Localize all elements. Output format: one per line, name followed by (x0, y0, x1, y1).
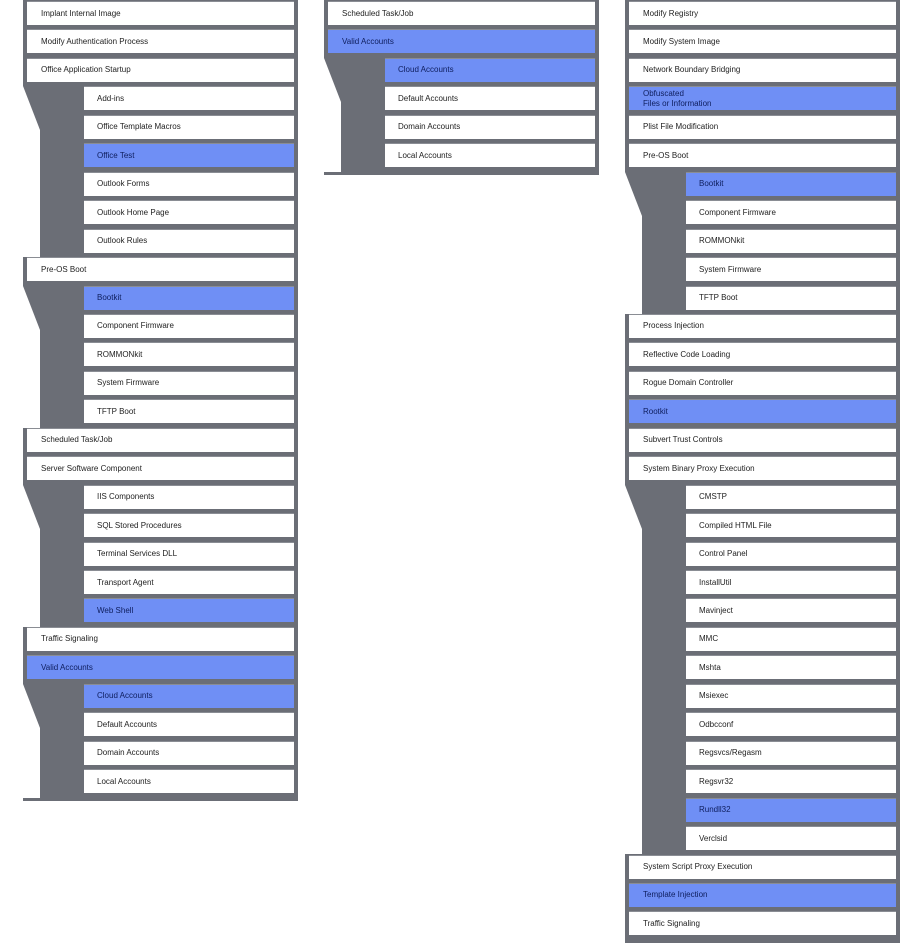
subtechnique-cell[interactable]: Local Accounts (385, 143, 595, 168)
subtechnique-cell[interactable]: Office Template Macros (84, 114, 294, 139)
subtechnique-cell[interactable]: TFTP Boot (686, 285, 896, 310)
subtechnique-cell[interactable]: MMC (686, 626, 896, 651)
subtechnique-cell[interactable]: Local Accounts (84, 769, 294, 794)
subtechnique-indent (23, 86, 40, 258)
subtechnique-connector (625, 171, 684, 216)
subtechnique-cell[interactable]: SQL Stored Procedures (84, 513, 294, 538)
subtechnique-cell[interactable]: Outlook Rules (84, 228, 294, 253)
technique-cell[interactable]: Reflective Code Loading (629, 342, 896, 367)
subtechnique-cell[interactable]: ROMMONkit (686, 228, 896, 253)
technique-cell[interactable]: System Binary Proxy Execution (629, 456, 896, 481)
subtechnique-cell[interactable]: Control Panel (686, 541, 896, 566)
subtechnique-cell[interactable]: Domain Accounts (84, 740, 294, 765)
subtechnique-cell[interactable]: Cloud Accounts (385, 57, 595, 82)
technique-cell[interactable]: Rootkit (629, 399, 896, 424)
technique-cell[interactable]: Pre-OS Boot (629, 143, 896, 168)
technique-cell[interactable]: Modify Authentication Process (27, 29, 294, 54)
subtechnique-cell[interactable]: Web Shell (84, 598, 294, 623)
subtechnique-indent (23, 285, 40, 428)
subtechnique-cell[interactable]: Default Accounts (385, 86, 595, 111)
technique-cell[interactable]: Template Injection (629, 882, 896, 907)
subtechnique-connector (23, 86, 82, 131)
subtechnique-cell[interactable]: System Firmware (686, 257, 896, 282)
technique-cell[interactable]: Obfuscated Files or Information (629, 86, 896, 111)
subtechnique-cell[interactable]: Cloud Accounts (84, 683, 294, 708)
subtechnique-connector (625, 484, 684, 529)
subtechnique-cell[interactable]: Terminal Services DLL (84, 541, 294, 566)
subtechnique-cell[interactable]: Rundll32 (686, 797, 896, 822)
technique-cell[interactable]: Office Application Startup (27, 57, 294, 82)
subtechnique-cell[interactable]: TFTP Boot (84, 399, 294, 424)
subtechnique-indent (625, 171, 642, 314)
subtechnique-cell[interactable]: Component Firmware (686, 200, 896, 225)
subtechnique-cell[interactable]: Odbcconf (686, 712, 896, 737)
technique-cell[interactable]: Scheduled Task/Job (328, 1, 595, 25)
subtechnique-indent (23, 484, 40, 627)
subtechnique-cell[interactable]: InstallUtil (686, 570, 896, 594)
technique-cell[interactable]: Network Boundary Bridging (629, 57, 896, 82)
subtechnique-cell[interactable]: Transport Agent (84, 570, 294, 594)
subtechnique-connector (324, 57, 383, 102)
subtechnique-cell[interactable]: Bootkit (686, 171, 896, 196)
technique-cell[interactable]: Subvert Trust Controls (629, 427, 896, 452)
subtechnique-cell[interactable]: ROMMONkit (84, 342, 294, 367)
technique-cell[interactable]: Pre-OS Boot (27, 257, 294, 282)
technique-cell[interactable]: Scheduled Task/Job (27, 427, 294, 452)
subtechnique-connector (23, 285, 82, 330)
technique-cell[interactable]: Modify Registry (629, 1, 896, 25)
subtechnique-cell[interactable]: Verclsid (686, 826, 896, 851)
subtechnique-cell[interactable]: Compiled HTML File (686, 513, 896, 538)
technique-cell[interactable]: Process Injection (629, 313, 896, 338)
subtechnique-cell[interactable]: Bootkit (84, 285, 294, 310)
technique-cell[interactable]: Rogue Domain Controller (629, 370, 896, 395)
technique-cell[interactable]: Valid Accounts (27, 655, 294, 680)
subtechnique-cell[interactable]: Office Test (84, 143, 294, 168)
subtechnique-cell[interactable]: Mshta (686, 655, 896, 680)
technique-cell[interactable]: Server Software Component (27, 456, 294, 481)
subtechnique-cell[interactable]: Outlook Home Page (84, 200, 294, 225)
subtechnique-cell[interactable]: Default Accounts (84, 712, 294, 737)
subtechnique-cell[interactable]: CMSTP (686, 484, 896, 509)
subtechnique-connector (23, 484, 82, 529)
subtechnique-cell[interactable]: Outlook Forms (84, 171, 294, 196)
subtechnique-cell[interactable]: Regsvcs/Regasm (686, 740, 896, 765)
subtechnique-cell[interactable]: Mavinject (686, 598, 896, 623)
technique-cell[interactable]: Valid Accounts (328, 29, 595, 54)
technique-cell[interactable]: Plist File Modification (629, 114, 896, 139)
subtechnique-cell[interactable]: System Firmware (84, 370, 294, 395)
technique-cell[interactable]: Implant Internal Image (27, 1, 294, 25)
subtechnique-cell[interactable]: Msiexec (686, 683, 896, 708)
technique-cell[interactable]: System Script Proxy Execution (629, 854, 896, 879)
subtechnique-cell[interactable]: Add-ins (84, 86, 294, 111)
technique-cell[interactable]: Traffic Signaling (629, 911, 896, 936)
subtechnique-cell[interactable]: IIS Components (84, 484, 294, 509)
subtechnique-cell[interactable]: Component Firmware (84, 313, 294, 338)
subtechnique-cell[interactable]: Domain Accounts (385, 114, 595, 139)
technique-cell[interactable]: Traffic Signaling (27, 626, 294, 651)
subtechnique-indent (625, 484, 642, 855)
subtechnique-cell[interactable]: Regsvr32 (686, 769, 896, 794)
technique-cell[interactable]: Modify System Image (629, 29, 896, 54)
subtechnique-connector (23, 683, 82, 728)
